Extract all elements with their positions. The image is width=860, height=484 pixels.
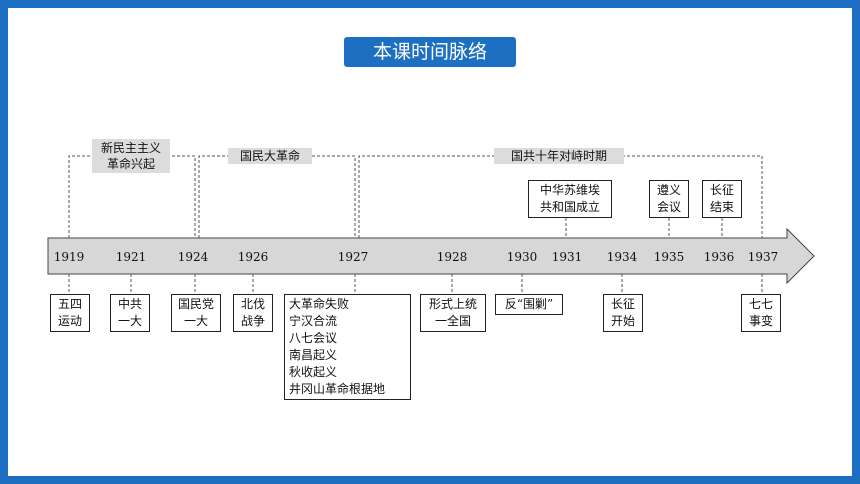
period-line: 革命兴起 [106,157,155,171]
event-line: 开始 [610,314,635,328]
year-label: 1935 [654,250,685,264]
year-label: 1919 [54,250,85,264]
event-line: 形式上统 [428,297,477,311]
event-line: 反“围剿” [504,297,554,311]
period-label-ten-year-confrontation: 国共十年对峙时期 [494,148,624,164]
event-line: 七七 [748,297,773,311]
period-line: 国共十年对峙时期 [510,149,607,163]
event-line: 北伐 [240,297,265,311]
event-line: 中共 [117,297,142,311]
event-line: 长征 [610,297,635,311]
event-box-below: 形式上统 一全国 [420,294,486,332]
year-label: 1924 [178,250,209,264]
event-line: 国民党 [177,297,214,311]
bracket-3 [358,155,763,238]
event-box-below: 五四 运动 [50,294,90,332]
timeline-arrow [47,227,815,285]
event-box-above: 长征 结束 [702,180,742,218]
event-box-below: 长征 开始 [603,294,643,332]
bracket-2 [198,155,356,238]
period-line: 国民大革命 [239,149,300,163]
event-line: 共和国成立 [539,200,600,214]
event-line: 运动 [57,314,82,328]
event-line: 一大 [117,314,142,328]
event-line: 中华苏维埃 [539,183,600,197]
event-line: 一大 [183,314,208,328]
period-line: 新民主主义 [100,141,161,155]
event-line: 南昌起义 [289,348,338,362]
event-box-below-1927: 大革命失败 宁汉合流 八七会议 南昌起义 秋收起义 井冈山革命根据地 [284,294,411,400]
event-line: 秋收起义 [289,365,338,379]
event-line: 宁汉合流 [289,314,338,328]
event-line: 井冈山革命根据地 [289,382,386,396]
event-line: 长征 [709,183,734,197]
event-line: 八七会议 [289,331,338,345]
year-label: 1927 [338,250,369,264]
event-line: 会议 [656,200,681,214]
page-title: 本课时间脉络 [344,37,516,67]
year-label: 1921 [116,250,147,264]
year-label: 1931 [552,250,583,264]
event-line: 五四 [57,297,82,311]
event-line: 大革命失败 [289,297,350,311]
year-label: 1936 [704,250,735,264]
event-box-below: 中共 一大 [110,294,150,332]
year-label: 1926 [238,250,269,264]
event-line: 遵义 [656,183,681,197]
event-line: 一全国 [434,314,471,328]
event-line: 战争 [240,314,265,328]
event-box-below: 国民党 一大 [171,294,221,332]
year-label: 1934 [607,250,638,264]
year-label: 1928 [437,250,468,264]
event-box-above: 中华苏维埃 共和国成立 [528,180,612,218]
event-box-below: 反“围剿” [495,294,563,315]
event-box-below: 七七 事变 [741,294,781,332]
year-label: 1937 [748,250,779,264]
year-labels: 1919 1921 1924 1926 1927 1928 1930 1931 … [54,250,779,264]
event-line: 事变 [748,314,773,328]
period-label-new-democratic: 新民主主义 革命兴起 [92,139,170,173]
event-box-below: 北伐 战争 [233,294,273,332]
event-line: 结束 [709,200,734,214]
period-label-national-revolution: 国民大革命 [228,148,312,164]
event-box-above: 遵义 会议 [649,180,689,218]
year-label: 1930 [507,250,538,264]
